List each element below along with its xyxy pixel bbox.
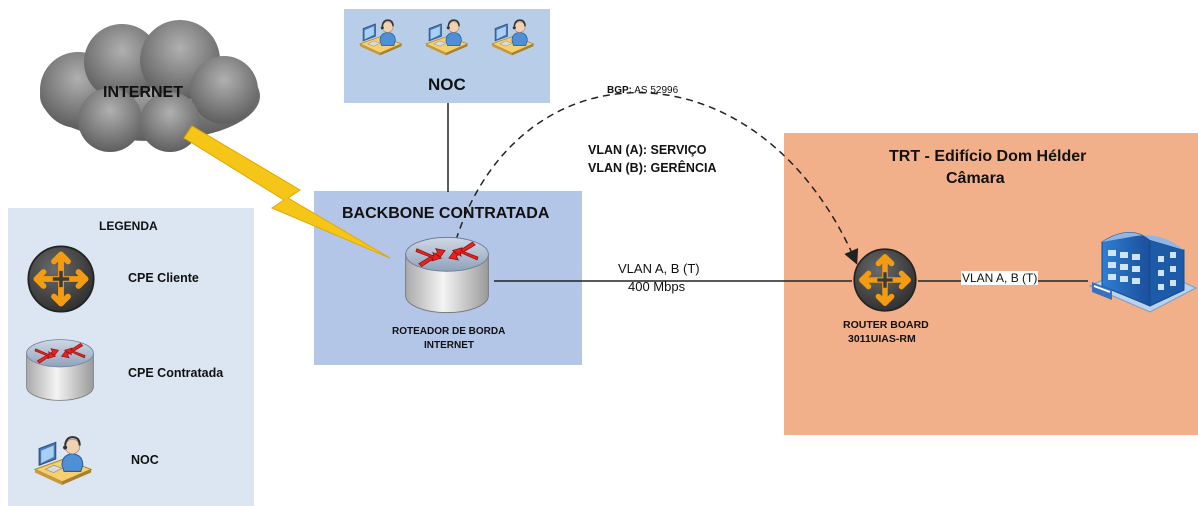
edge-router-label-line2: INTERNET (424, 340, 474, 351)
legend-item-cpe-contracted: CPE Contratada (128, 366, 224, 380)
vlan-a-label: VLAN (A): SERVIÇO (588, 143, 707, 157)
bgp-session-arc (455, 91, 859, 265)
internet-cloud-icon (40, 20, 260, 152)
noc-operator-icon (491, 19, 535, 57)
trt-title-line1: TRT - Edifício Dom Hélder (889, 148, 1087, 165)
edge-router-icon (405, 236, 489, 314)
bgp-prefix: BGP: (607, 85, 632, 96)
router-board-label-line2: 3011UIAS-RM (848, 333, 916, 345)
noc-operator-icon (425, 19, 469, 57)
internet-label: INTERNET (103, 84, 183, 101)
legend-item-noc: NOC (131, 453, 159, 467)
router-board-label-line1: ROUTER BOARD (843, 319, 929, 331)
building-link-vlan-label: VLAN A, B (T) (961, 271, 1039, 285)
noc-label: NOC (428, 75, 466, 94)
bgp-as-number: AS 52996 (634, 85, 679, 96)
router-board-icon (854, 249, 916, 311)
bgp-label: BGP: AS 52996 (607, 85, 678, 96)
legend-title: LEGENDA (99, 219, 158, 233)
lightning-link-icon (183, 125, 391, 259)
cpe-client-icon (28, 246, 93, 311)
backbone-title: BACKBONE CONTRATADA (342, 205, 550, 222)
trt-title-line2: Câmara (946, 170, 1005, 187)
building-icon (1088, 232, 1198, 313)
main-link-vlan-label: VLAN A, B (T) (618, 261, 700, 276)
cpe-contracted-icon (26, 339, 94, 401)
legend-item-cpe-client: CPE Cliente (128, 271, 199, 285)
noc-operator-icon (359, 19, 403, 57)
edge-router-label-line1: ROTEADOR DE BORDA (392, 326, 506, 337)
main-link-speed-label: 400 Mbps (628, 279, 686, 294)
vlan-b-label: VLAN (B): GERÊNCIA (588, 161, 717, 175)
noc-operator-icon (33, 435, 93, 486)
